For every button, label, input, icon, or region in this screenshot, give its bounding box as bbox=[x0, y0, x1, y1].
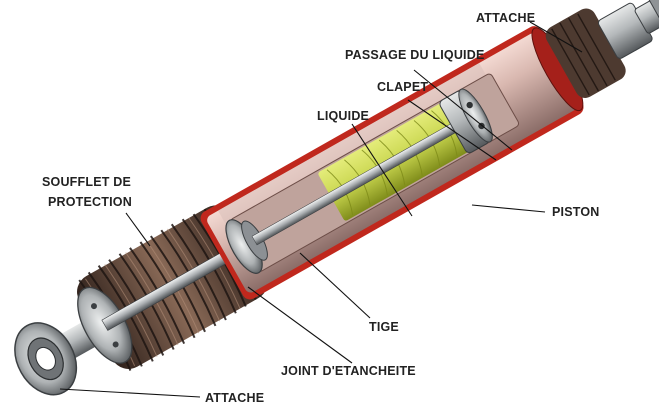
label-clapet: CLAPET bbox=[377, 80, 428, 94]
label-piston: PISTON bbox=[552, 205, 600, 219]
leader-tige bbox=[300, 253, 370, 318]
leader-attache-bottom bbox=[60, 389, 200, 397]
leader-soufflet bbox=[126, 213, 150, 246]
label-soufflet-line1: SOUFFLET DE bbox=[42, 175, 131, 189]
label-tige: TIGE bbox=[369, 320, 399, 334]
leader-piston bbox=[472, 205, 545, 212]
leader-joint bbox=[248, 287, 352, 363]
label-attache-bottom: ATTACHE bbox=[205, 391, 264, 405]
label-passage-du-liquide: PASSAGE DU LIQUIDE bbox=[345, 48, 485, 62]
label-joint: JOINT D'ETANCHEITE bbox=[281, 364, 416, 378]
label-soufflet-line2: PROTECTION bbox=[48, 195, 132, 209]
label-liquide: LIQUIDE bbox=[317, 109, 369, 123]
label-attache-top: ATTACHE bbox=[476, 11, 535, 25]
